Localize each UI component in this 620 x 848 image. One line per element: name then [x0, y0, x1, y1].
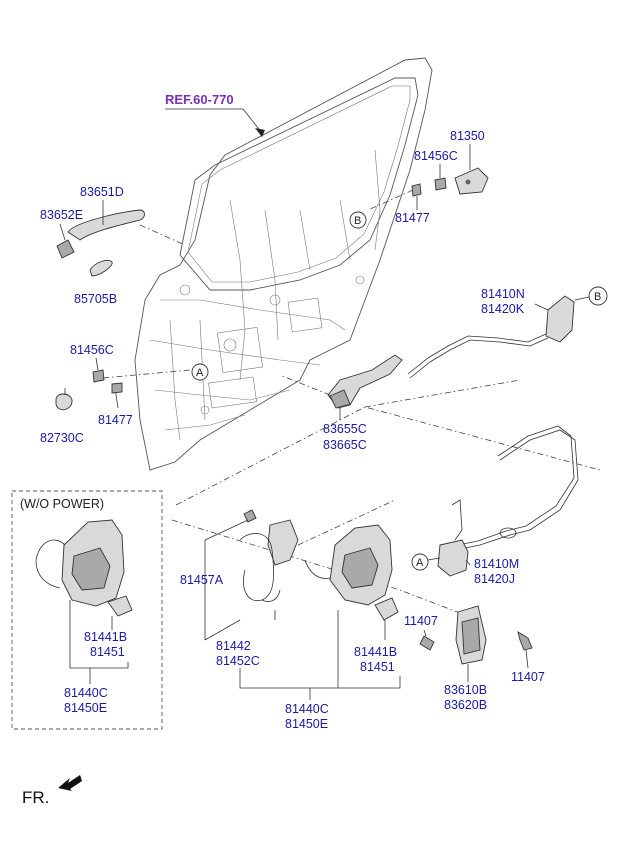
label-81441B-mid: 81441B: [354, 645, 397, 659]
bolt-81456C-left: [92, 369, 105, 383]
outside-handle-group: 83651D 83652E 85705B: [40, 185, 186, 306]
clip-81457A: [243, 509, 257, 523]
lower-latch-group: 81410M 81420J A: [411, 425, 579, 586]
label-81420K: 81420K: [481, 302, 525, 316]
callout-a-door-text: A: [196, 367, 204, 379]
label-81456C-right: 81456C: [414, 149, 458, 163]
label-82730C: 82730C: [40, 431, 84, 445]
upper-latch-group: 81410N 81420K B: [407, 286, 608, 379]
label-83652E: 83652E: [40, 208, 83, 222]
arrow-head-icon: [255, 128, 265, 137]
latch-motor-manual: [107, 595, 133, 617]
label-81440C-left: 81440C: [64, 686, 108, 700]
label-81420J: 81420J: [474, 572, 515, 586]
wo-power-frame: [11, 490, 163, 730]
handle-cap: [56, 239, 75, 259]
label-81456C-left: 81456C: [70, 343, 114, 357]
callout-circle-a-door: [191, 363, 209, 381]
callout-a-latch-text: A: [416, 557, 424, 569]
label-81450E-left: 81450E: [64, 701, 107, 715]
reference-label: REF.60-770: [165, 92, 265, 137]
label-83655C: 83655C: [323, 422, 367, 436]
door-frame: [134, 57, 433, 471]
screw-81477-right: [411, 183, 422, 197]
upper-latch: [545, 295, 575, 343]
rear-latch: [437, 539, 469, 577]
striker-81350: [454, 167, 489, 195]
front-arrow-icon: [58, 775, 82, 791]
assembly-guide-lines: [171, 379, 601, 616]
label-85705B: 85705B: [74, 292, 117, 306]
callout-circle-b-door: [349, 211, 367, 229]
label-81350: 81350: [450, 129, 485, 143]
bolt-81456C-right: [434, 177, 447, 191]
outside-handle: [67, 209, 145, 241]
bumper-82730C: [55, 393, 73, 411]
label-81450E-mid: 81450E: [285, 717, 328, 731]
label-81441B-left: 81441B: [84, 630, 127, 644]
wo-power-box: (W/O POWER) 81441B 81451 81440C 81450E: [11, 490, 163, 730]
label-83651D: 83651D: [80, 185, 124, 199]
label-81477-left: 81477: [98, 413, 133, 427]
label-83620B: 83620B: [444, 698, 487, 712]
handle-gasket: [89, 259, 113, 277]
front-indicator: FR.: [22, 775, 82, 807]
front-text: FR.: [22, 788, 49, 807]
latch-cover: [267, 519, 299, 566]
label-83665C: 83665C: [323, 438, 367, 452]
label-81451-left: 81451: [90, 645, 125, 659]
reference-text: REF.60-770: [165, 92, 234, 107]
label-81410M: 81410M: [474, 557, 519, 571]
callout-circle-a-latch: [411, 553, 429, 571]
screw-81477-left: [111, 382, 123, 394]
latch-motor-center: [374, 597, 399, 621]
center-latch-group: 81457A 81442 81452C 81441B 81451 81440C …: [180, 509, 401, 731]
rear-bracket-group: 83610B 83620B 11407 11407: [404, 605, 545, 712]
label-83610B: 83610B: [444, 683, 487, 697]
label-81410N: 81410N: [481, 287, 525, 301]
label-81457A: 81457A: [180, 573, 224, 587]
inside-handle-group: 83655C 83665C: [279, 354, 403, 452]
label-81451-mid: 81451: [360, 660, 395, 674]
label-81477-right: 81477: [395, 211, 430, 225]
left-fastener-group: 81456C 82730C 81477 A: [40, 343, 209, 445]
bolt-11407-a: [419, 635, 435, 651]
label-81452C: 81452C: [216, 654, 260, 668]
callout-circle-b-latch: [588, 286, 608, 306]
callout-b-door-text: B: [354, 215, 361, 227]
label-81442: 81442: [216, 639, 251, 653]
label-81440C-mid: 81440C: [285, 702, 329, 716]
bolt-11407-b: [517, 631, 533, 651]
callout-b-latch-text: B: [594, 291, 601, 303]
label-11407-b: 11407: [511, 670, 545, 684]
label-11407-a: 11407: [404, 614, 438, 628]
wo-power-title: (W/O POWER): [20, 497, 104, 511]
striker-group: 81350 81456C 81477 B: [349, 129, 489, 229]
